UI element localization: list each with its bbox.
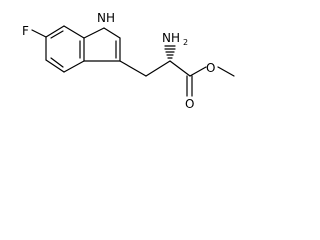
- bond-cbeta-calpha: [145, 60, 171, 77]
- bond-layer: [31, 25, 235, 97]
- amine-label: NH: [162, 31, 180, 45]
- bond-inner-c5-c4: [50, 57, 64, 68]
- molecule-structure-diagram: F NH NH 2 O O: [22, 11, 235, 111]
- bond-c4-c3a: [63, 60, 85, 73]
- bond-calpha-carbonyl: [169, 60, 191, 77]
- bond-ester-o-methyl: [217, 66, 235, 77]
- bond-c7-c6: [45, 25, 65, 38]
- bond-c7a-c7: [63, 25, 85, 39]
- indole-nh-label: NH: [97, 11, 115, 25]
- bond-c7a-n1: [83, 27, 105, 39]
- stereo-hash-bond: [164, 45, 176, 59]
- bond-n1-c2: [103, 27, 121, 39]
- fluorine-label: F: [22, 24, 29, 38]
- bond-inner-c7-c6: [50, 30, 64, 39]
- ester-oxygen-label: O: [206, 61, 215, 75]
- label-layer: F NH NH 2 O O: [22, 11, 215, 111]
- bond-c3-cbeta: [119, 60, 147, 77]
- bond-c5-c4: [45, 59, 65, 73]
- carbonyl-oxygen-label: O: [185, 97, 194, 111]
- bond-carbonyl-ester-o: [189, 66, 207, 77]
- amine-subscript: 2: [183, 38, 188, 47]
- bond-c6-f: [31, 29, 47, 38]
